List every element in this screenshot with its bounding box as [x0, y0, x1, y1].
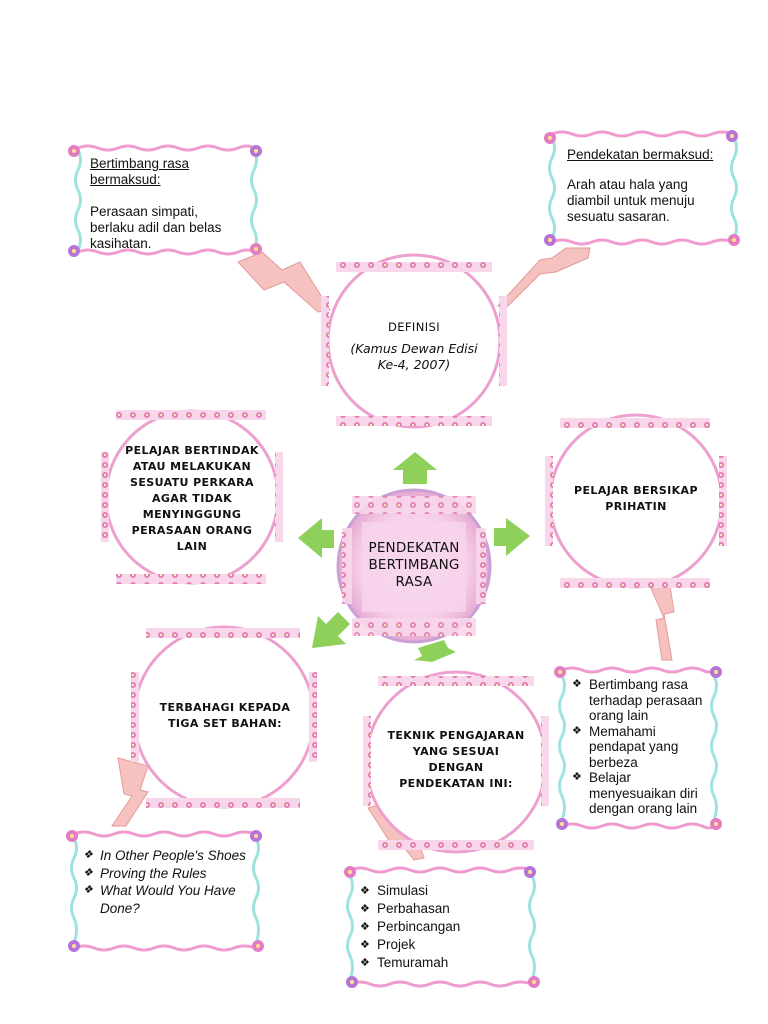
- circle-right: [545, 413, 727, 589]
- box-teknik-frame: [344, 866, 540, 988]
- circle-bottom-right: [363, 670, 549, 854]
- circle-center: [336, 488, 492, 644]
- list-item-text: Perbincangan: [377, 919, 461, 934]
- list-item: ❖ Simulasi: [357, 882, 527, 900]
- box-bertimbang-frame: [68, 144, 262, 257]
- circle-bottom-left: [131, 625, 317, 809]
- bullet-icon: ❖: [83, 884, 93, 896]
- list-item-text: What Would You Have Done?: [100, 883, 236, 916]
- bullet-icon: ❖: [83, 866, 93, 879]
- bullet-icon: ❖: [572, 678, 582, 690]
- list-item-text: Temuramah: [377, 955, 449, 970]
- box-bertimbang-body: Perasaan simpati, berlaku adil dan belas…: [90, 204, 222, 251]
- list-item-text: Proving the Rules: [100, 865, 207, 881]
- bullet-icon: ❖: [572, 724, 582, 737]
- bullet-icon: ❖: [83, 849, 93, 861]
- list-item-text: Simulasi: [377, 883, 429, 898]
- bottom-right-circle-label: TEKNIK PENGAJARAN YANG SESUAI DENGAN PEN…: [387, 729, 525, 790]
- circle-definisi: [321, 253, 507, 429]
- bullet-icon: ❖: [360, 885, 370, 897]
- center-circle-label: PENDEKATAN BERTIMBANG RASA: [368, 540, 460, 590]
- box-pendekatan-heading: Pendekatan bermaksud:: [567, 147, 714, 162]
- bullet-icon: ❖: [360, 939, 370, 951]
- bullet-icon: ❖: [360, 957, 370, 969]
- box-bahan: ❖ In Other People's Shoes ❖ Proving the Rul…: [80, 847, 252, 917]
- list-item: ❖ In Other People's Shoes: [80, 847, 252, 865]
- definisi-source: (Kamus Dewan Edisi Ke-4, 2007): [350, 341, 478, 372]
- left-circle-label: PELAJAR BERTINDAK ATAU MELAKUKAN SESUATU…: [125, 444, 259, 553]
- teknik-list: ❖ Simulasi ❖ Perbahasan ❖ Perbincangan ❖ Projek…: [357, 882, 527, 972]
- box-bertimbang: Bertimbang rasa bermaksud: Perasaan simp…: [90, 156, 240, 252]
- bullet-icon: ❖: [360, 903, 370, 915]
- box-prihatin: ❖ Bertimbang rasa terhadap perasaan orang…: [569, 677, 711, 817]
- prihatin-list: ❖ Bertimbang rasa terhadap perasaan orang…: [569, 677, 711, 817]
- list-item: ❖ Belajar menyesuaikan diri dengan orang …: [569, 770, 711, 817]
- bullet-icon: ❖: [572, 771, 582, 783]
- arrow-down: [414, 640, 456, 662]
- definisi-title: DEFINISI: [387, 320, 440, 334]
- list-item-text: Perbahasan: [377, 901, 450, 916]
- list-item-text: Projek: [377, 937, 416, 952]
- definisi-label: DEFINISI (Kamus Dewan Edisi Ke-4, 2007): [346, 319, 482, 373]
- list-item: ❖ Perbahasan: [357, 900, 527, 918]
- box-prihatin-frame: [554, 666, 722, 830]
- list-item-text: Memahami pendapat yang berbeza: [589, 723, 679, 770]
- arrow-left: [298, 518, 334, 558]
- callout-pointer-top-right: [496, 247, 591, 307]
- box-pendekatan-frame: [544, 130, 740, 246]
- list-item: ❖ Memahami pendapat yang berbeza: [569, 724, 711, 771]
- list-item: ❖ Projek: [357, 936, 527, 954]
- right-circle-label: PELAJAR BERSIKAP PRIHATIN: [574, 484, 698, 513]
- callout-pointer-right: [649, 585, 675, 661]
- list-item: ❖ Proving the Rules: [80, 865, 252, 883]
- list-item: ❖ Bertimbang rasa terhadap perasaan orang…: [569, 677, 711, 724]
- list-item: ❖ Temuramah: [357, 954, 527, 972]
- list-item-text: Belajar menyesuaikan diri dengan orang l…: [589, 770, 698, 816]
- callout-pointer-top-left: [237, 251, 331, 313]
- box-bertimbang-heading: Bertimbang rasa bermaksud:: [90, 156, 190, 187]
- arrow-up: [393, 452, 437, 484]
- bottom-left-circle-label: TERBAHAGI KEPADA TIGA SET BAHAN:: [159, 701, 291, 730]
- box-bahan-frame: [66, 830, 264, 952]
- list-item: ❖ What Would You Have Done?: [80, 882, 252, 917]
- list-item-text: In Other People's Shoes: [100, 848, 246, 863]
- box-teknik: ❖ Simulasi ❖ Perbahasan ❖ Perbincangan ❖ Projek…: [357, 882, 527, 972]
- list-item: ❖ Perbincangan: [357, 918, 527, 936]
- bullet-icon: ❖: [360, 921, 370, 933]
- bahan-list: ❖ In Other People's Shoes ❖ Proving the Rul…: [80, 847, 252, 917]
- callout-pointer-bottom-left: [111, 757, 149, 827]
- arrow-right: [494, 518, 530, 556]
- arrow-down-left: [312, 612, 350, 648]
- circle-left: [101, 409, 283, 585]
- box-pendekatan: Pendekatan bermaksud: Arah atau hala yan…: [567, 147, 727, 225]
- list-item-text: Bertimbang rasa terhadap perasaan orang …: [589, 677, 703, 723]
- box-pendekatan-body: Arah atau hala yang diambil untuk menuju…: [567, 177, 695, 224]
